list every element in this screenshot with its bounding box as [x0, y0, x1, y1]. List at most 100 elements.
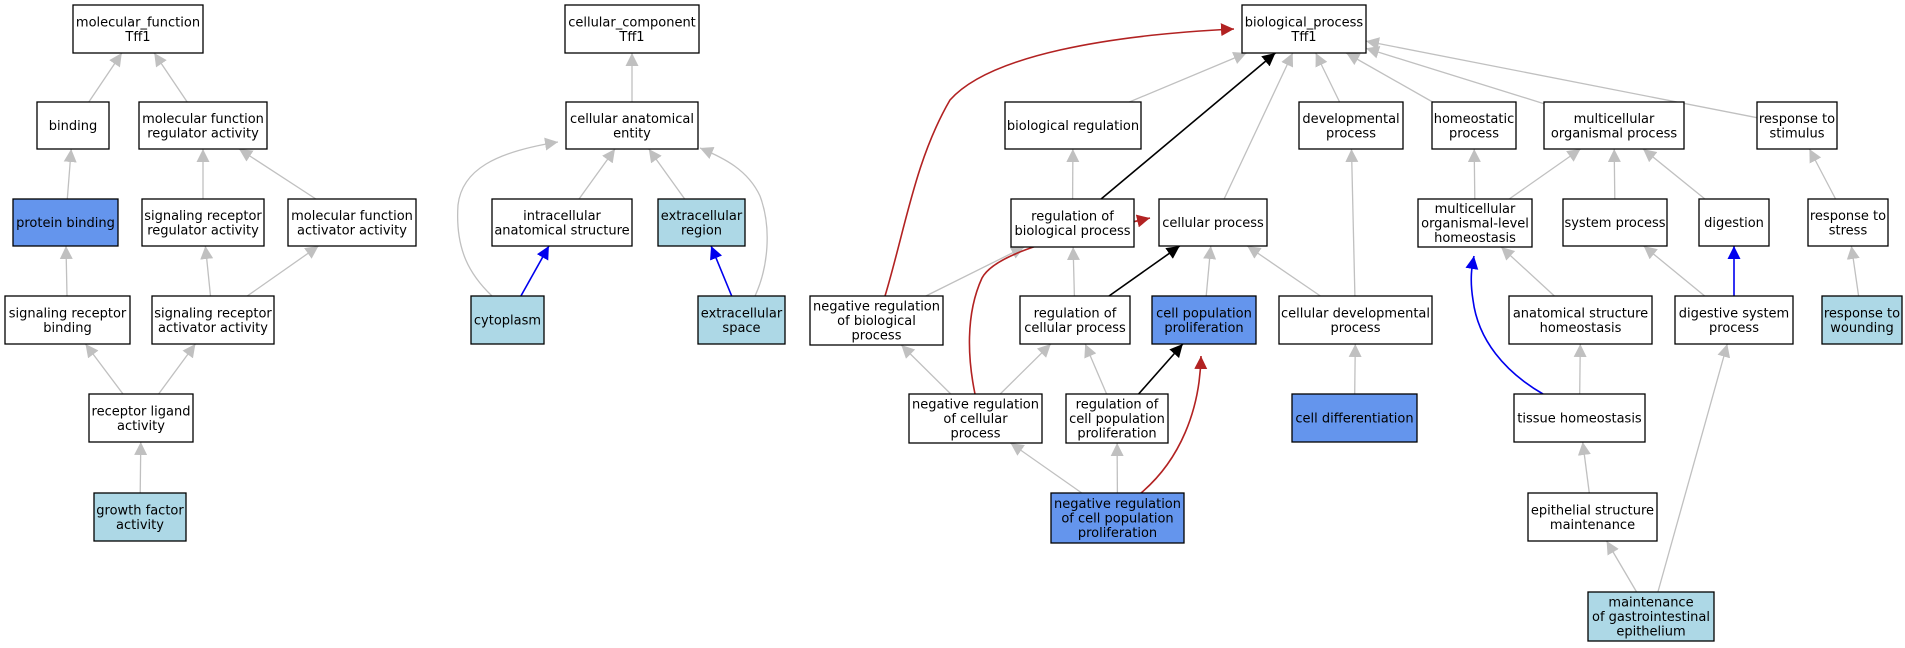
edge-ash-to-mlh: [1500, 246, 1555, 297]
edge-nrcpp-to-nrcp: [1010, 442, 1083, 494]
node-binding[interactable]: binding: [36, 101, 110, 150]
node-label-nrbp-1: of biological: [837, 314, 916, 329]
edge-sraa-to-srra: [200, 245, 214, 297]
node-label-cdiff-0: cell differentiation: [1295, 412, 1413, 427]
node-label-cdp-1: process: [1331, 321, 1381, 336]
node-pb[interactable]: protein binding: [12, 198, 119, 247]
edge-cdp-to-cp: [1246, 245, 1321, 297]
node-label-mlh-2: homeostasis: [1434, 231, 1516, 246]
node-box-cyto: [470, 295, 545, 345]
node-label-nrcp-1: of cellular: [943, 412, 1008, 427]
node-label-nrcpp-1: of cell population: [1061, 512, 1173, 527]
node-cdiff[interactable]: cell differentiation: [1291, 393, 1418, 443]
node-label-rcpp-1: cell population: [1069, 412, 1165, 427]
node-box-binding: [36, 101, 110, 150]
node-label-ash-1: homeostasis: [1540, 321, 1622, 336]
node-box-cc: [564, 4, 700, 54]
node-label-esm-0: epithelial structure: [1531, 503, 1654, 518]
node-box-mlh: [1417, 198, 1533, 248]
node-label-sp-0: system process: [1564, 216, 1665, 231]
node-sp[interactable]: system process: [1562, 198, 1668, 247]
edge-dig-to-mop: [1642, 148, 1706, 200]
node-label-gfa-0: growth factor: [96, 503, 184, 518]
node-box-nrbp: [809, 295, 944, 346]
node-cp[interactable]: cellular process: [1158, 198, 1268, 247]
node-label-homeo-1: process: [1449, 126, 1499, 141]
edge-breg-to-bp: [1129, 52, 1247, 103]
node-label-rcp-1: cellular process: [1024, 321, 1126, 336]
node-box-dev: [1298, 101, 1404, 150]
edge-rla-to-srb: [84, 343, 124, 395]
node-label-rcp-0: regulation of: [1034, 306, 1117, 321]
edge-rbp-to-bp: [1100, 52, 1276, 200]
edge-cyto-to-ias: [520, 245, 550, 297]
node-label-cpp-0: cell population: [1156, 306, 1252, 321]
edge-es-to-cae: [699, 147, 768, 297]
node-box-er: [657, 198, 746, 247]
node-box-ias: [491, 198, 633, 247]
node-label-homeo-0: homeostatic: [1434, 112, 1515, 127]
edge-mlh-to-mop: [1508, 148, 1581, 200]
node-th[interactable]: tissue homeostasis: [1513, 393, 1646, 443]
node-label-rtstress-0: response to: [1810, 209, 1886, 224]
edge-mfaa-to-mfra: [238, 148, 317, 200]
edge-nrbp-to-bp: [884, 23, 1235, 297]
edge-mge-to-esm: [1606, 540, 1638, 593]
edge-rts-to-bp: [1365, 37, 1758, 119]
node-cyto[interactable]: cytoplasm: [470, 295, 545, 345]
edge-srb-to-pb: [59, 245, 73, 297]
node-box-rla: [88, 393, 194, 443]
node-label-srra-0: signaling receptor: [144, 209, 262, 224]
node-label-nrcpp-2: proliferation: [1078, 526, 1157, 541]
node-box-mf: [72, 4, 204, 54]
node-label-nrcpp-0: negative regulation: [1054, 497, 1181, 512]
edge-nrcp-to-nrbp: [900, 344, 952, 395]
node-label-rla-0: receptor ligand: [92, 404, 191, 419]
edge-ias-to-cae: [578, 148, 616, 200]
node-label-srra-1: regulator activity: [147, 223, 259, 238]
edge-esm-to-th: [1577, 441, 1591, 494]
edge-rcpp-to-cpp: [1138, 343, 1184, 395]
node-dig[interactable]: digestion: [1698, 198, 1770, 247]
node-label-dev-0: developmental: [1302, 112, 1399, 127]
node-label-mlh-1: organismal-level: [1421, 217, 1529, 232]
edge-sraa-to-mfaa: [246, 245, 319, 297]
node-box-cdiff: [1291, 393, 1418, 443]
node-label-rtw-0: response to: [1824, 306, 1900, 321]
node-breg[interactable]: biological regulation: [1004, 101, 1142, 150]
edge-cpp-to-cp: [1203, 245, 1217, 297]
